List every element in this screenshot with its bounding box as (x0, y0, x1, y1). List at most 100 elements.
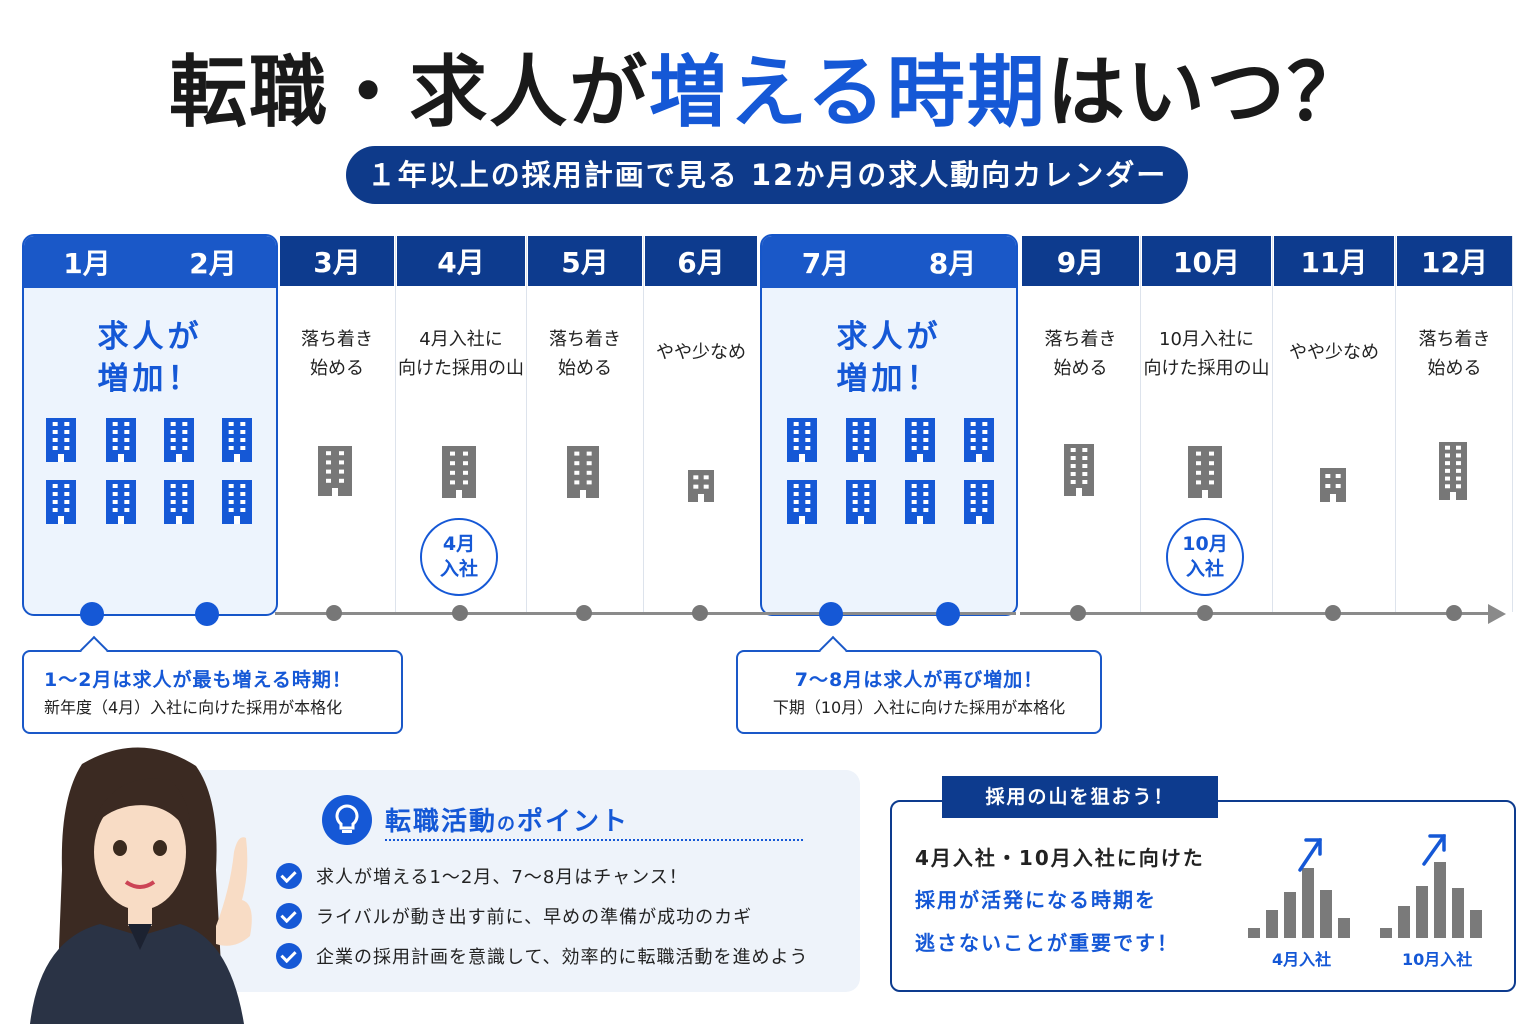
month-desc-9: 落ち着き 始める (1044, 329, 1117, 379)
column-divider (1512, 236, 1513, 612)
point-item-1: 求人が増える1〜2月、7〜8月はチャンス！ (276, 863, 688, 889)
check-icon (276, 943, 302, 969)
title-part1: 転職・求人が (169, 48, 650, 138)
trend-up-arrow-icon (1298, 838, 1322, 872)
column-divider (526, 236, 527, 612)
building-icon (905, 418, 935, 462)
subtitle-banner: １年以上の採用計画で見る 12か月の求人動向カレンダー (346, 146, 1188, 204)
month-desc-4: 4月入社に 向けた採用の山 (398, 329, 524, 379)
title-part2: はいつ？ (1046, 48, 1367, 138)
callout-jul-aug: 7〜8月は求人が再び増加！ 下期（10月）入社に向けた採用が本格化 (736, 635, 1102, 734)
title-highlight: 増える時期 (649, 48, 1047, 138)
building-icon (787, 480, 817, 524)
building-icon (846, 418, 876, 462)
peak-line-1: 4月入社・10月入社に向けた (915, 846, 1205, 870)
timeline-dot-9 (1070, 605, 1086, 621)
timeline-arrow-icon (1488, 604, 1506, 624)
points-title-underline (385, 839, 803, 841)
callout-detail: 下期（10月）入社に向けた採用が本格化 (772, 698, 1066, 717)
mini-bar (1380, 928, 1392, 938)
peak-label-jan-feb: 求人が 増加！ (97, 319, 203, 397)
october-entry-badge: 10月 入社 (1166, 518, 1244, 596)
mini-bar (1470, 910, 1482, 938)
timeline-dot-11 (1325, 605, 1341, 621)
callout-jan-feb: 1〜2月は求人が最も増える時期！ 新年度（4月）入社に向けた採用が本格化 (22, 635, 403, 734)
month-header-3: 3月 (280, 236, 394, 286)
mini-bar (1416, 886, 1428, 938)
month-header-1: 1月 (63, 247, 111, 280)
peak-line-2: 採用が活発になる時期を (915, 888, 1157, 912)
building-icon (1188, 446, 1222, 498)
advisor-woman-illustration (30, 747, 252, 1024)
timeline-dot-2 (195, 602, 219, 626)
check-icon (276, 863, 302, 889)
points-title: 転職活動のポイント (385, 807, 630, 837)
month-header-8: 8月 (928, 247, 977, 280)
building-icon (567, 446, 599, 498)
building-icon (1439, 442, 1467, 500)
callout-headline: 7〜8月は求人が再び増加！ (794, 669, 1044, 691)
mini-bar (1266, 910, 1278, 938)
building-icon (964, 480, 994, 524)
mini-chart-label-april: 4月入社 (1272, 950, 1332, 969)
callout-headline: 1〜2月は求人が最も増える時期！ (44, 669, 352, 691)
check-icon (276, 903, 302, 929)
month-desc-12: 落ち着き 始める (1418, 329, 1491, 379)
building-icon (46, 418, 76, 462)
lightbulb-icon (322, 795, 372, 845)
building-icon (164, 480, 194, 524)
peak-tab-label: 採用の山を狙おう！ (942, 776, 1218, 818)
month-desc-10: 10月入社に 向けた採用の山 (1143, 329, 1270, 379)
column-divider (395, 236, 396, 612)
building-icon (106, 480, 136, 524)
building-icon (964, 418, 994, 462)
timeline-dot-8 (936, 602, 960, 626)
timeline-dot-12 (1446, 605, 1462, 621)
building-icon (222, 480, 252, 524)
timeline-dot-10 (1197, 605, 1213, 621)
timeline-line (275, 612, 1490, 615)
column-divider (643, 236, 644, 612)
mini-bar (1248, 928, 1260, 938)
timeline-dot-6 (692, 605, 708, 621)
month-header-10: 10月 (1142, 236, 1271, 286)
peak-mini-charts (1248, 834, 1482, 938)
peak-line-3: 逃さないことが重要です！ (915, 931, 1179, 955)
points-panel (150, 770, 860, 992)
month-header-11: 11月 (1274, 236, 1394, 286)
month-desc-3: 落ち着き 始める (301, 329, 373, 379)
building-icon (846, 480, 876, 524)
building-icon (688, 470, 714, 502)
page-title: 転職・求人が増える時期はいつ？ (0, 48, 1536, 138)
building-icon (787, 418, 817, 462)
month-desc-11: やや少なめ (1289, 342, 1379, 363)
mini-bar (1452, 888, 1464, 938)
peak-advice-box (890, 800, 1516, 992)
column-divider (1272, 236, 1273, 612)
timeline-dot-7 (819, 602, 843, 626)
mini-bar (1302, 868, 1314, 938)
month-header-9: 9月 (1022, 236, 1139, 286)
building-icon (106, 418, 136, 462)
month-header-2: 2月 (189, 247, 237, 280)
point-item-3: 企業の採用計画を意識して、効率的に転職活動を進めよう (276, 943, 809, 969)
month-header-12: 12月 (1397, 236, 1512, 286)
month-desc-5: 落ち着き 始める (549, 329, 621, 379)
column-divider (1140, 236, 1141, 612)
building-icon (442, 446, 476, 498)
mini-bar (1398, 906, 1410, 938)
month-desc-6: やや少なめ (656, 342, 746, 363)
building-icon (905, 480, 935, 524)
point-item-2: ライバルが動き出す前に、早めの準備が成功のカギ (276, 903, 752, 929)
month-header-7: 7月 (801, 247, 850, 280)
building-icon (164, 418, 194, 462)
peak-label-jul-aug: 求人が 増加！ (836, 319, 942, 397)
timeline-dot-5 (576, 605, 592, 621)
month-header-4: 4月 (397, 236, 525, 286)
building-icon (1320, 468, 1346, 502)
building-icon (318, 446, 352, 496)
building-icon (1064, 444, 1094, 496)
timeline-dot-3 (326, 605, 342, 621)
callout-detail: 新年度（4月）入社に向けた採用が本格化 (44, 698, 343, 717)
mini-bar (1284, 892, 1296, 938)
